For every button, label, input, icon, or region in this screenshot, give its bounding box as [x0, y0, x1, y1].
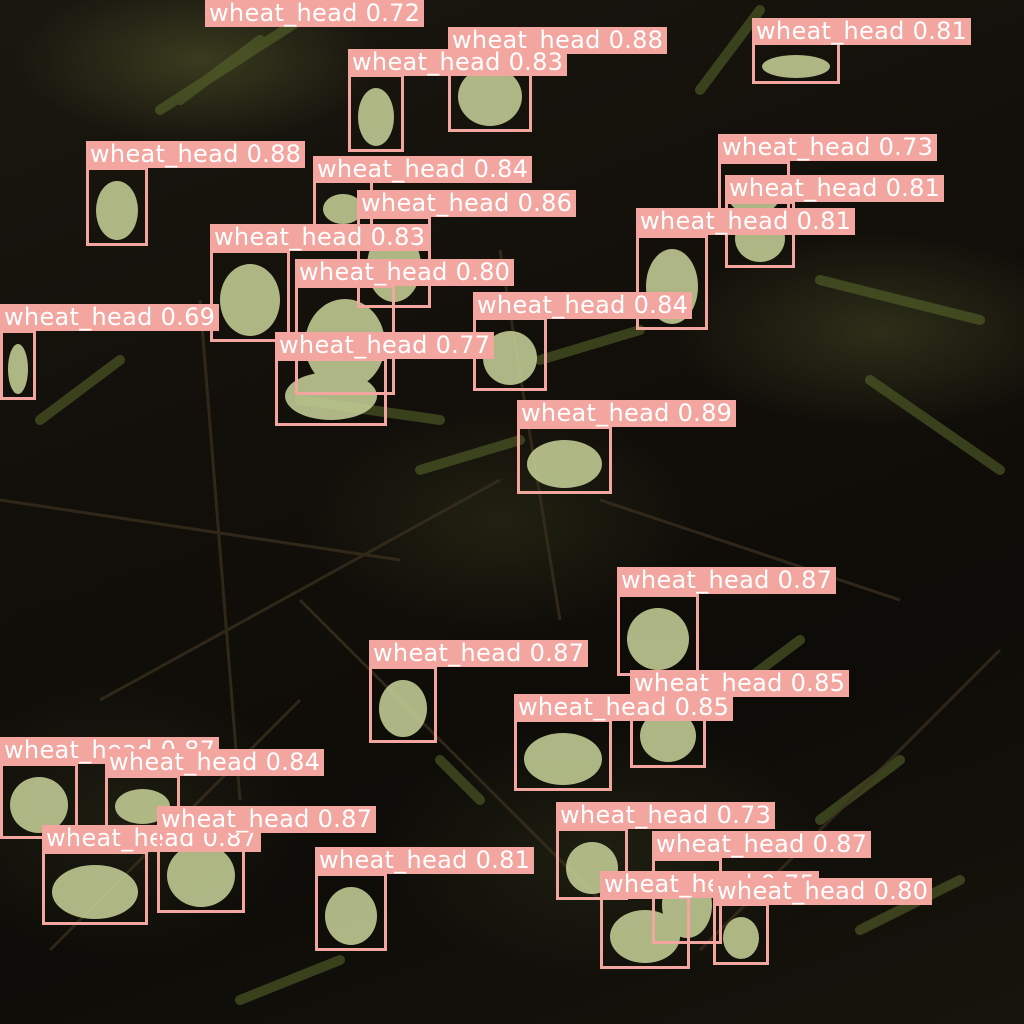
- wheat-head-shape: [10, 777, 68, 833]
- detection-label: wheat_head 0.73: [556, 802, 776, 829]
- detection-box: [0, 330, 36, 400]
- detection-label: wheat_head 0.84: [313, 156, 533, 183]
- wheat-head-shape: [323, 194, 363, 224]
- detection-label: wheat_head 0.80: [713, 878, 933, 905]
- detection-box: [713, 903, 769, 965]
- detection-box: [348, 74, 404, 152]
- wheat-head-shape: [96, 181, 138, 240]
- detection-label: wheat_head 0.87: [369, 640, 589, 667]
- wheat-head-shape: [483, 331, 537, 385]
- wheat-head-shape: [723, 917, 759, 959]
- detection-label: wheat_head 0.77: [275, 332, 495, 359]
- wheat-head-shape: [610, 910, 680, 963]
- detection-label: wheat_head 0.83: [348, 49, 568, 76]
- detection-label: wheat_head 0.87: [652, 831, 872, 858]
- wheat-head-shape: [52, 865, 138, 919]
- wheat-head-shape: [379, 680, 427, 737]
- detection-box: [514, 719, 612, 791]
- detection-box: [600, 896, 690, 969]
- wheat-head-shape: [358, 88, 394, 146]
- detection-box: [556, 828, 628, 900]
- wheat-head-shape: [167, 844, 235, 907]
- wheat-head-shape: [325, 887, 377, 945]
- wheat-head-shape: [627, 608, 689, 670]
- detection-label: wheat_head 0.80: [295, 259, 515, 286]
- detection-label: wheat_head 0.87: [157, 806, 377, 833]
- wheat-head-shape: [285, 372, 377, 420]
- wheat-head-shape: [220, 264, 280, 336]
- detection-label: wheat_head 0.84: [473, 292, 693, 319]
- detection-label: wheat_head 0.81: [725, 175, 945, 202]
- detection-box: [617, 594, 699, 676]
- wheat-head-shape: [640, 710, 696, 762]
- detection-label: wheat_head 0.81: [636, 208, 856, 235]
- detection-box: [86, 167, 148, 246]
- detection-label: wheat_head 0.81: [315, 847, 535, 874]
- wheat-head-shape: [527, 440, 602, 488]
- detection-box: [157, 830, 245, 913]
- detection-box: [369, 666, 437, 743]
- detection-label: wheat_head 0.69: [0, 304, 220, 331]
- wheat-head-shape: [524, 733, 602, 785]
- wheat-head-shape: [8, 344, 28, 394]
- detection-box: [275, 358, 387, 426]
- wheat-head-shape: [458, 67, 522, 126]
- detection-box: [315, 873, 387, 951]
- detection-label: wheat_head 0.73: [718, 134, 938, 161]
- detection-box: [42, 851, 148, 925]
- detection-label: wheat_head 0.85: [630, 670, 850, 697]
- detection-label: wheat_head 0.87: [617, 567, 837, 594]
- detection-box: [752, 41, 840, 84]
- detection-label: wheat_head 0.81: [752, 18, 972, 45]
- detection-label: wheat_head 0.83: [210, 224, 430, 251]
- detection-label: wheat_head 0.86: [357, 190, 577, 217]
- detection-label: wheat_head 0.88: [86, 141, 306, 168]
- detection-box: [636, 235, 708, 330]
- detection-label: wheat_head 0.85: [514, 694, 734, 721]
- detection-label: wheat_head 0.84: [105, 749, 325, 776]
- detection-box: [210, 250, 290, 342]
- detection-box: [0, 763, 78, 839]
- wheat-head-shape: [762, 55, 830, 78]
- detection-label: wheat_head 0.72: [205, 0, 425, 27]
- detection-label: wheat_head 0.89: [517, 400, 737, 427]
- wheat-head-shape: [115, 789, 170, 824]
- detection-box: [517, 426, 612, 494]
